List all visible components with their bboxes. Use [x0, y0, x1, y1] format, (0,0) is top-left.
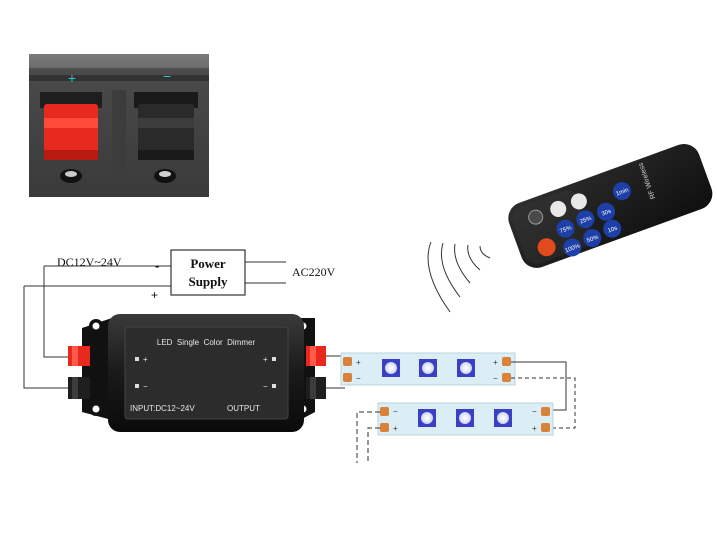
- ac-input-label: AC220V: [292, 265, 336, 279]
- remote-bright-down-button[interactable]: [569, 191, 590, 212]
- continuation-wires: [356, 411, 380, 463]
- dimmer-title: LED Single Color Dimmer: [157, 338, 256, 347]
- remote-key-label: 30s: [601, 209, 612, 218]
- strip2-left-minus: −: [393, 407, 398, 416]
- strip2-right-minus: −: [532, 407, 537, 416]
- dimmer-out-plus: +: [263, 355, 268, 364]
- remote-key-label: 50%: [586, 234, 600, 244]
- photo-negative-clip: [134, 92, 198, 183]
- dimmer-in-minus: −: [143, 382, 148, 391]
- dimmer-out-minus: −: [263, 382, 268, 391]
- remote-bright-up-button[interactable]: [548, 199, 569, 220]
- remote-key-50pct[interactable]: [581, 227, 604, 250]
- remote-mode-button[interactable]: [527, 208, 545, 226]
- remote-key-label: 1min: [615, 187, 629, 197]
- power-supply-title-line2: Supply: [188, 274, 228, 289]
- remote-key-label: 100%: [565, 243, 582, 254]
- remote-key-100pct[interactable]: [561, 236, 584, 259]
- strip1-right-minus: −: [493, 374, 498, 383]
- strip2-right-plus: +: [532, 424, 537, 433]
- strip-link-wires: [511, 361, 576, 429]
- photo-minus-mark: −: [163, 68, 171, 84]
- remote-key-1min[interactable]: [610, 180, 633, 203]
- remote-power-button[interactable]: [535, 236, 558, 259]
- dc-wires: [23, 266, 70, 389]
- strip1-led: [419, 359, 437, 377]
- strip2-led: [494, 409, 512, 427]
- psu-minus-mark: -: [155, 258, 159, 273]
- strip2-led: [418, 409, 436, 427]
- remote-key-10s[interactable]: [601, 217, 624, 240]
- dc-output-label: DC12V~24V: [57, 255, 122, 269]
- dimmer-in-plus: +: [143, 355, 148, 364]
- led-dimmer: [68, 314, 326, 432]
- psu-plus-mark: +: [151, 288, 158, 302]
- terminal-photo: [29, 54, 209, 197]
- strip1-led: [382, 359, 400, 377]
- remote-key-75pct[interactable]: [554, 217, 577, 240]
- photo-plus-mark: +: [68, 70, 76, 86]
- dimmer-input-label: INPUT:DC12~24V: [130, 404, 195, 413]
- led-strip-1: [340, 352, 516, 386]
- strip1-led: [457, 359, 475, 377]
- remote-key-label: 25%: [579, 216, 593, 226]
- power-supply-title-line1: Power: [190, 256, 226, 271]
- remote-key-30s[interactable]: [595, 200, 618, 223]
- remote-key-25pct[interactable]: [574, 208, 597, 231]
- rf-signal-waves: [427, 241, 491, 313]
- strip1-right-plus: +: [493, 358, 498, 367]
- dimmer-output-label: OUTPUT: [227, 404, 260, 413]
- strip2-left-plus: +: [393, 424, 398, 433]
- remote-key-label: 10s: [607, 226, 618, 235]
- strip1-left-plus: +: [356, 358, 361, 367]
- remote-key-label: 75%: [559, 225, 573, 235]
- photo-positive-clip: [40, 92, 102, 183]
- power-supply: [24, 249, 286, 296]
- strip1-left-minus: −: [356, 374, 361, 383]
- led-strip-2: [377, 402, 554, 436]
- strip2-led: [456, 409, 474, 427]
